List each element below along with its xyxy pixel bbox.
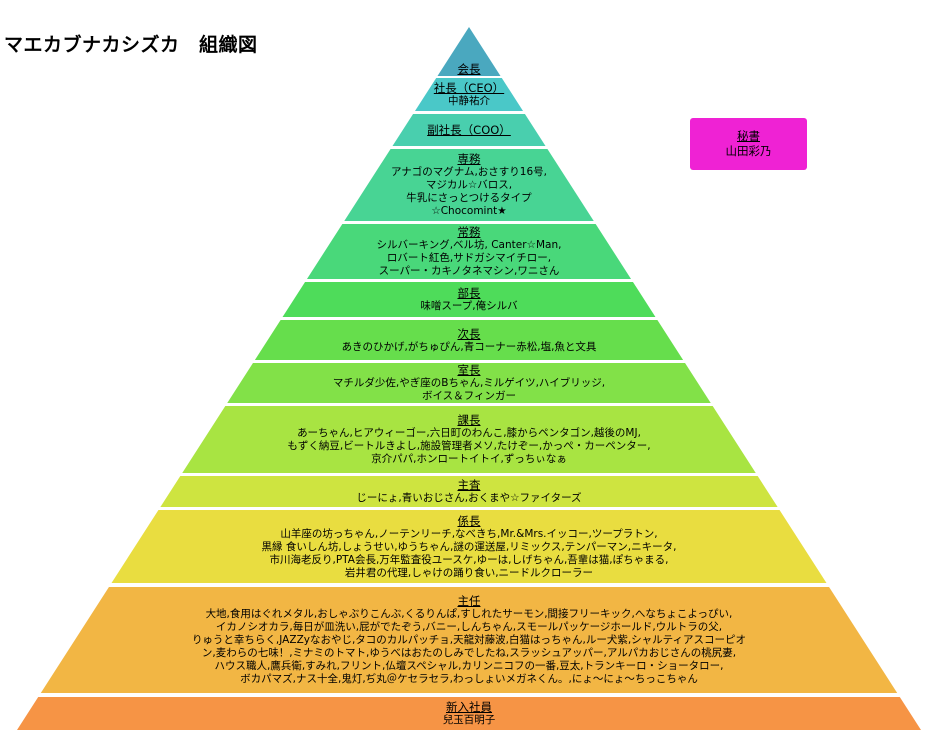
tier-members: 兒玉百明子 xyxy=(442,714,496,726)
tier-band-1 xyxy=(414,78,524,111)
tier-members: マチルダ少佐,やぎ座のBちゃん,ミルゲイツ,ハイブリッジ, ボイス＆フィンガー xyxy=(332,377,606,402)
secretary-title: 秘書 xyxy=(737,129,760,143)
tier-members: じーにょ,青いおじさん,おくまや☆ファイターズ xyxy=(356,492,582,504)
tier-members: 味噌スープ,俺シルバ xyxy=(420,300,518,312)
tier-members: シルバーキング,ベル坊, Canter☆Man, ロバート紅色,サドガシマイチロ… xyxy=(376,239,562,277)
tier-title: 室長 xyxy=(457,363,481,377)
tier-title: 主任 xyxy=(457,594,481,608)
tier-title: 次長 xyxy=(457,326,481,341)
tier-4: 常務シルバーキング,ベル坊, Canter☆Man, ロバート紅色,サドガシマイ… xyxy=(312,224,626,279)
tier-band-5 xyxy=(282,282,656,317)
tier-title: 会長 xyxy=(457,62,481,76)
tier-band-4 xyxy=(306,224,632,279)
tier-band-6 xyxy=(254,320,684,360)
tier-title: 専務 xyxy=(457,152,481,166)
tier-12: 新入社員兒玉百明子 xyxy=(22,697,916,730)
tier-band-3 xyxy=(344,149,594,221)
tier-10: 係長山羊座の坊っちゃん,ノーテンリーチ,なべきち,Mr.&Mrs.イッコー,ツー… xyxy=(117,510,822,583)
tier-members: あきのひかげ,がちゅぴん,青コーナー赤松,塩,魚と文具 xyxy=(341,340,597,353)
tier-1: 社長（CEO）中静祐介 xyxy=(420,78,518,111)
tier-members: アナゴのマグナム,おさすり16号, マジカル☆バロス, 牛乳にさっとつけるタイプ… xyxy=(390,166,547,217)
tier-2: 副社長（COO） xyxy=(397,114,540,146)
tier-band-10 xyxy=(111,510,827,583)
tier-5: 部長味噌スープ,俺シルバ xyxy=(288,282,651,317)
tier-members: あーちゃん,ヒアウィーゴー,六日町のわんこ,膝からペンタゴン,越後のMJ, もず… xyxy=(287,427,651,465)
tier-members: 山羊座の坊っちゃん,ノーテンリーチ,なべきち,Mr.&Mrs.イッコー,ツープラ… xyxy=(261,527,677,579)
secretary-name: 山田彩乃 xyxy=(725,144,772,158)
tier-band-8 xyxy=(182,406,756,473)
tier-7: 室長マチルダ少佐,やぎ座のBちゃん,ミルゲイツ,ハイブリッジ, ボイス＆フィンガ… xyxy=(232,363,706,403)
tier-0: 会長 xyxy=(429,27,509,76)
tier-band-0 xyxy=(437,27,501,76)
tier-3: 専務アナゴのマグナム,おさすり16号, マジカル☆バロス, 牛乳にさっとつけるタ… xyxy=(349,149,588,221)
secretary-box: 秘書 山田彩乃 xyxy=(690,118,807,170)
tier-title: 副社長（COO） xyxy=(427,123,511,137)
tier-title: 常務 xyxy=(457,225,481,239)
tier-title: 新入社員 xyxy=(446,700,492,714)
tier-title: 課長 xyxy=(457,413,481,427)
tier-band-2 xyxy=(392,114,546,146)
tier-title: 部長 xyxy=(457,286,481,300)
tier-11: 主任大地,食用はぐれメタル,おしゃぶりこんぶ,くるりんぱ,すしれたサーモン,間接… xyxy=(46,587,892,693)
tier-6: 次長あきのひかげ,がちゅぴん,青コーナー赤松,塩,魚と文具 xyxy=(260,320,678,360)
page-title: マエカブナカシズカ 組織図 xyxy=(4,34,258,56)
tier-members: 大地,食用はぐれメタル,おしゃぶりこんぶ,くるりんぱ,すしれたサーモン,間接フリ… xyxy=(191,608,747,685)
tier-band-9 xyxy=(160,476,778,507)
tier-8: 課長あーちゃん,ヒアウィーゴー,六日町のわんこ,膝からペンタゴン,越後のMJ, … xyxy=(187,406,751,473)
tier-band-12 xyxy=(17,697,921,730)
tier-members: 中静祐介 xyxy=(447,95,490,107)
tier-9: 主査じーにょ,青いおじさん,おくまや☆ファイターズ xyxy=(165,476,772,507)
tier-band-11 xyxy=(40,587,898,693)
tier-title: 係長 xyxy=(457,513,481,528)
tier-title: 主査 xyxy=(457,478,481,492)
tier-title: 社長（CEO） xyxy=(433,81,505,95)
tier-band-7 xyxy=(227,363,711,403)
